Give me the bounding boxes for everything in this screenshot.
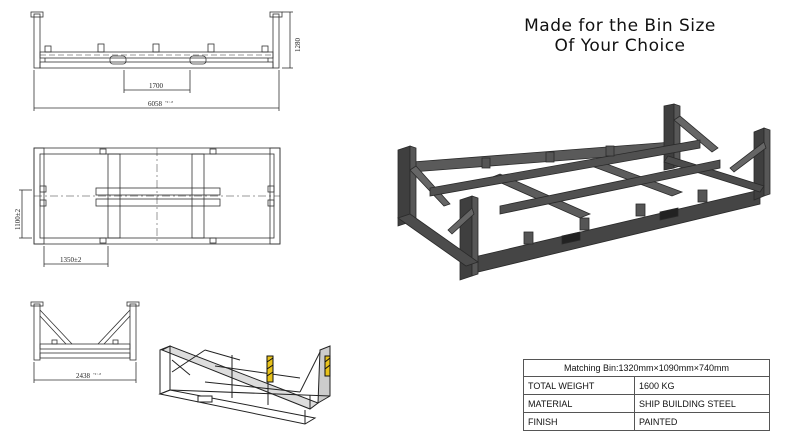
frame-render-3d [397, 103, 771, 281]
headline-line-1: Made for the Bin Size [524, 16, 716, 36]
spec-label-material: MATERIAL [523, 394, 635, 413]
spec-value-finish: PAINTED [634, 412, 770, 431]
dim-2438: 2438 [76, 372, 91, 380]
dim-6058: 6058 [148, 100, 163, 108]
frame-sketch-3d [158, 345, 331, 425]
end-view-drawing [30, 301, 140, 383]
spec-table-caption: Matching Bin:1320mm×1090mm×740mm [523, 359, 770, 377]
dim-1280: 1280 [294, 38, 302, 53]
side-view-drawing [30, 11, 293, 111]
spec-row-weight: TOTAL WEIGHT 1600 KG [523, 376, 770, 395]
dim-2438-tol: +0 / -8 [93, 372, 102, 376]
dim-6058-tol: +0 / -8 [165, 100, 174, 104]
spec-label-finish: FINISH [523, 412, 635, 431]
spec-row-finish: FINISH PAINTED [523, 412, 770, 431]
spec-label-weight: TOTAL WEIGHT [523, 376, 635, 395]
spec-table-caption-row: Matching Bin:1320mm×1090mm×740mm [523, 359, 770, 377]
dim-1350: 1350±2 [60, 256, 82, 264]
headline-line-2: Of Your Choice [554, 36, 686, 56]
spec-value-material: SHIP BUILDING STEEL [634, 394, 770, 413]
spec-value-weight: 1600 KG [634, 376, 770, 395]
spec-table: Matching Bin:1320mm×1090mm×740mm TOTAL W… [523, 359, 770, 431]
spec-row-material: MATERIAL SHIP BUILDING STEEL [523, 394, 770, 413]
dim-1700: 1700 [149, 82, 164, 90]
top-view-drawing [19, 147, 281, 267]
headline: Made for the Bin Size Of Your Choice [470, 16, 770, 56]
dim-1100: 1100±2 [14, 208, 22, 230]
